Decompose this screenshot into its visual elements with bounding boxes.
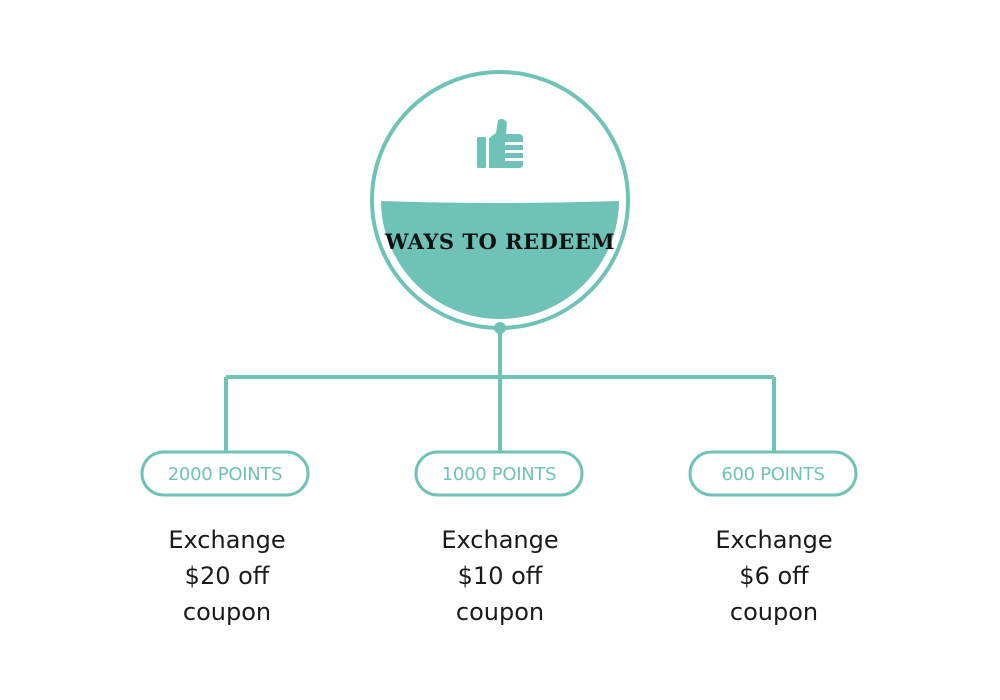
reward-line: Exchange <box>715 526 833 554</box>
reward-line: coupon <box>182 598 272 626</box>
reward-description-1: Exchange $20 off coupon <box>117 522 337 630</box>
points-label-1: 2000 POINTS <box>168 464 282 485</box>
connector-lines <box>224 328 776 452</box>
reward-line: Exchange <box>168 526 286 554</box>
connector-node <box>494 322 506 334</box>
reward-description-2: Exchange $10 off coupon <box>390 522 610 630</box>
reward-line: $10 off <box>457 562 543 590</box>
points-pill-3: 600 POINTS <box>688 450 858 497</box>
hub-circle <box>370 70 630 330</box>
reward-description-3: Exchange $6 off coupon <box>664 522 884 630</box>
diagram-title: WAYS TO REDEEM <box>384 229 615 254</box>
points-label-2: 1000 POINTS <box>442 464 556 485</box>
points-label-3: 600 POINTS <box>721 464 824 485</box>
reward-line: $6 off <box>739 562 809 590</box>
hub-fill <box>381 201 619 319</box>
reward-line: $20 off <box>184 562 270 590</box>
points-pill-1: 2000 POINTS <box>140 450 310 497</box>
reward-line: coupon <box>729 598 819 626</box>
thumbs-up-icon <box>477 119 525 168</box>
reward-line: Exchange <box>441 526 559 554</box>
points-pill-2: 1000 POINTS <box>414 450 584 497</box>
reward-line: coupon <box>455 598 545 626</box>
